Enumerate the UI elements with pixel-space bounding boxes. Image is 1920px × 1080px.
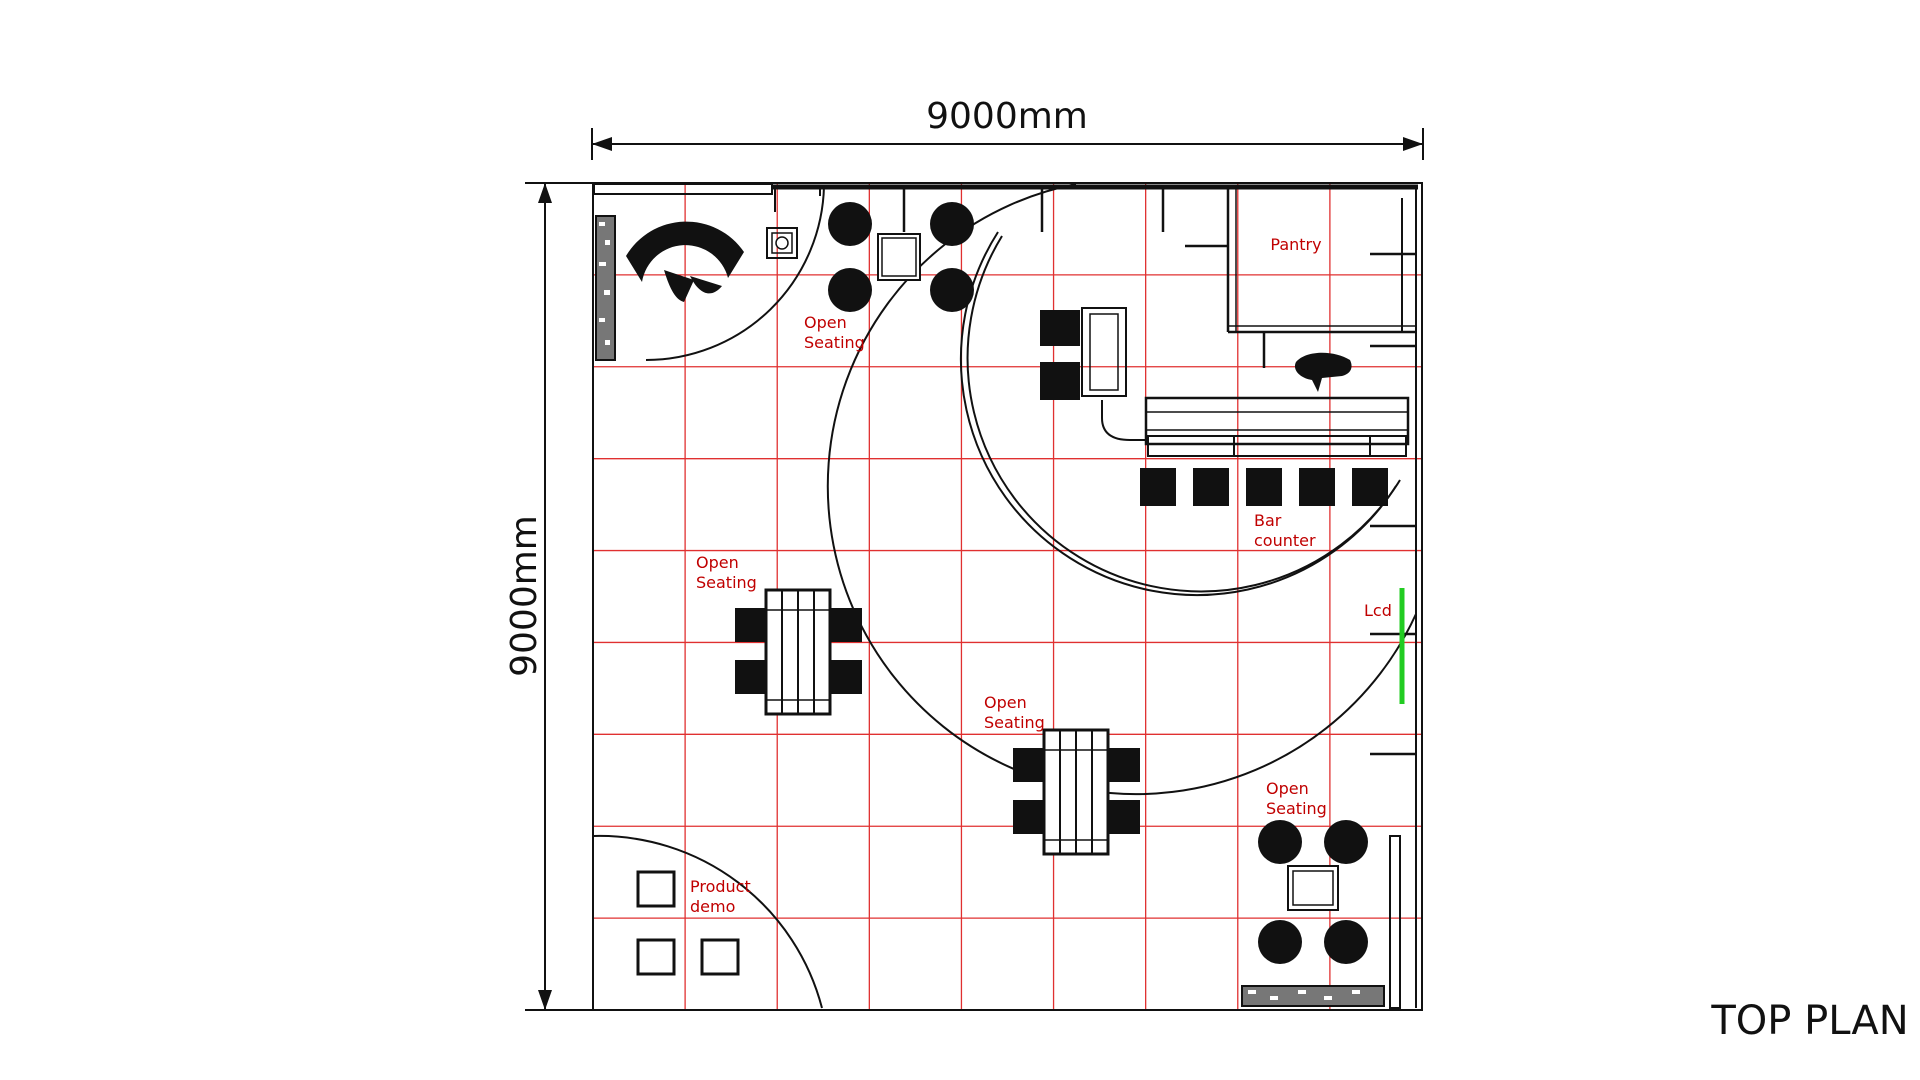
dining-table-center [1013,728,1140,856]
open-seating-bottom-right-label-1: Open [1266,779,1309,798]
bar-area-arc-outer [826,183,1417,796]
height-dimension-label: 9000mm [504,515,545,677]
bar-counter-unit [1101,396,1410,457]
product-demo-arc [593,834,823,1009]
bottom-wall-panel [1241,985,1385,1007]
pantry-plant-icon [1294,352,1352,392]
display-cabinet [1040,307,1127,400]
round-stools-bottom [1258,820,1368,964]
product-demo-label-1: Product [690,877,751,896]
right-wall-fins [1370,188,1417,1009]
plan-title: TOP PLAN [1710,998,1908,1044]
lounge-arc [645,185,825,361]
round-stools-top [828,202,974,312]
top-wall [593,183,1418,248]
open-seating-center-label-2: Seating [984,713,1045,732]
product-demo-plinths [636,870,740,976]
product-demo-label-2: demo [690,897,735,916]
width-dimension: 9000mm [591,96,1424,160]
pantry-room: Pantry [1226,188,1416,368]
open-seating-center-label-1: Open [984,693,1027,712]
bar-area-arc-inner2 [960,231,1397,596]
left-wall-panel [595,215,616,361]
height-dimension: 9000mm [504,182,592,1011]
stand-boundary [592,182,1423,1011]
lcd-label: Lcd [1364,601,1392,620]
lounge-sofa [626,221,744,302]
side-table-icon [766,227,798,259]
pantry-label: Pantry [1270,235,1321,254]
open-seating-top-label-2: Seating [804,333,865,352]
dining-table-left [735,588,862,716]
bar-counter-label-2: counter [1254,531,1316,550]
open-seating-left-label-2: Seating [696,573,757,592]
open-seating-bottom-right-label-2: Seating [1266,799,1327,818]
bar-counter-label-1: Bar [1254,511,1282,530]
bar-stools [1140,468,1388,506]
width-dimension-label: 9000mm [926,96,1088,137]
open-seating-left-label-1: Open [696,553,739,572]
bar-area-arc-inner [966,235,1401,593]
open-seating-top-label-1: Open [804,313,847,332]
